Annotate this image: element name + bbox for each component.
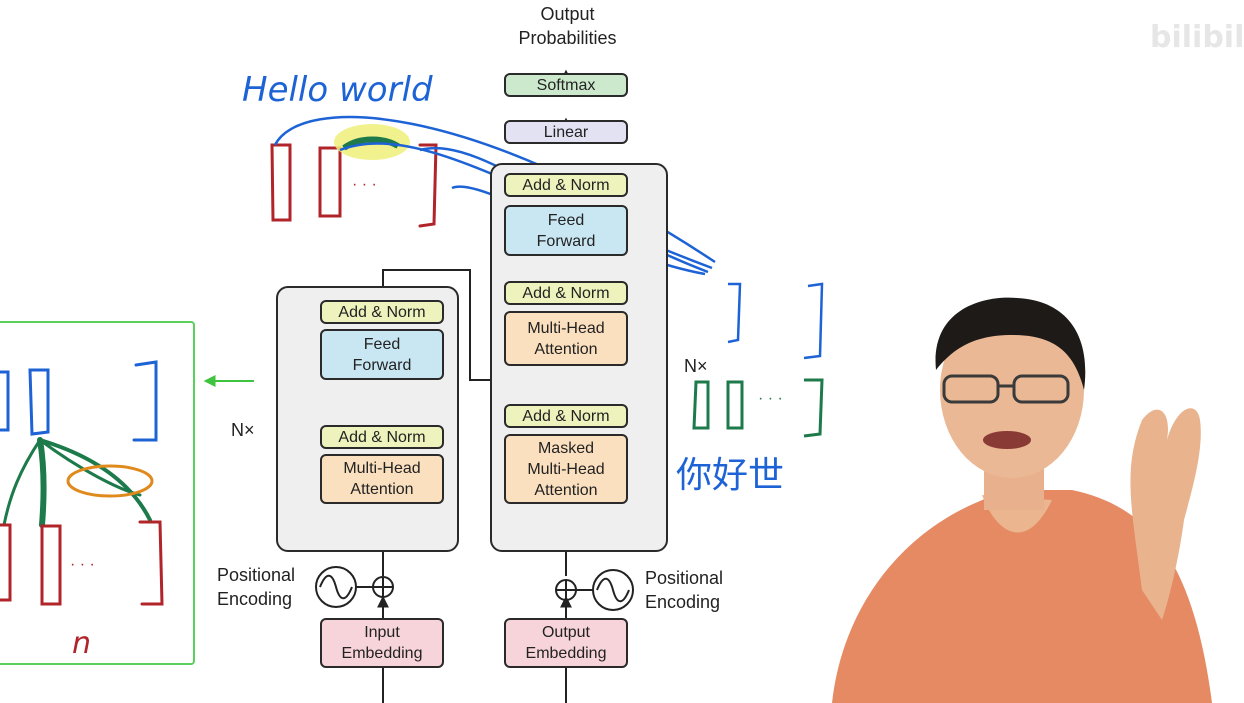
decoder-add-norm-low: Add & Norm xyxy=(504,404,628,428)
presenter-video xyxy=(832,297,1212,703)
linear-block: Linear xyxy=(504,120,628,144)
decoder-feed-forward-label: Feed Forward xyxy=(536,211,596,250)
output-embedding-block: Output Embedding xyxy=(504,618,628,668)
decoder-positional-encoding-label: Positional Encoding xyxy=(645,568,724,612)
encoder-nx-label: N× xyxy=(231,420,255,440)
softmax-block: Softmax xyxy=(504,73,628,97)
encoder-add-norm-top: Add & Norm xyxy=(320,300,444,324)
masked-mha-label: Masked Multi-Head Attention xyxy=(527,439,605,499)
dots-annotation-top: · · · xyxy=(352,176,377,193)
decoder-add-norm-top-label: Add & Norm xyxy=(522,176,610,194)
chinese-annotation: 你好世 xyxy=(676,455,785,496)
encoder-positional-encoding-label: Positional Encoding xyxy=(217,565,296,609)
n-annotation: n xyxy=(72,626,92,661)
hello-world-annotation: Hello world xyxy=(242,70,433,110)
encoder-feed-forward-label: Feed Forward xyxy=(352,335,412,374)
encoder-stack xyxy=(276,286,459,552)
decoder-add-norm-mid-label: Add & Norm xyxy=(522,284,610,302)
encoder-feed-forward: Feed Forward xyxy=(320,329,444,380)
decoder-add-norm-top: Add & Norm xyxy=(504,173,628,197)
encoder-add-norm-low-label: Add & Norm xyxy=(338,428,426,446)
encoder-add-norm-low: Add & Norm xyxy=(320,425,444,449)
decoder-add-norm-mid: Add & Norm xyxy=(504,281,628,305)
output-probabilities-label: Output Probabilities xyxy=(518,4,617,48)
masked-multi-head-attention: Masked Multi-Head Attention xyxy=(504,434,628,504)
dots-annotation-right: · · · xyxy=(758,390,783,407)
input-embedding-label: Input Embedding xyxy=(341,624,423,662)
bilibili-watermark: bilibili xyxy=(1150,20,1244,55)
output-embedding-label: Output Embedding xyxy=(525,624,607,662)
decoder-multi-head-label: Multi-Head Attention xyxy=(527,319,605,358)
encoder-multi-head-attention: Multi-Head Attention xyxy=(320,454,444,504)
encoder-multi-head-label: Multi-Head Attention xyxy=(343,460,421,498)
decoder-feed-forward: Feed Forward xyxy=(504,205,628,256)
encoder-add-norm-top-label: Add & Norm xyxy=(338,303,426,321)
linear-label: Linear xyxy=(543,123,589,141)
decoder-multi-head-attention: Multi-Head Attention xyxy=(504,311,628,366)
dots-annotation-left: · · · xyxy=(70,556,95,573)
softmax-label: Softmax xyxy=(536,76,596,94)
decoder-nx-label: N× xyxy=(684,356,708,376)
input-embedding-block: Input Embedding xyxy=(320,618,444,668)
decoder-add-norm-low-label: Add & Norm xyxy=(522,407,610,425)
